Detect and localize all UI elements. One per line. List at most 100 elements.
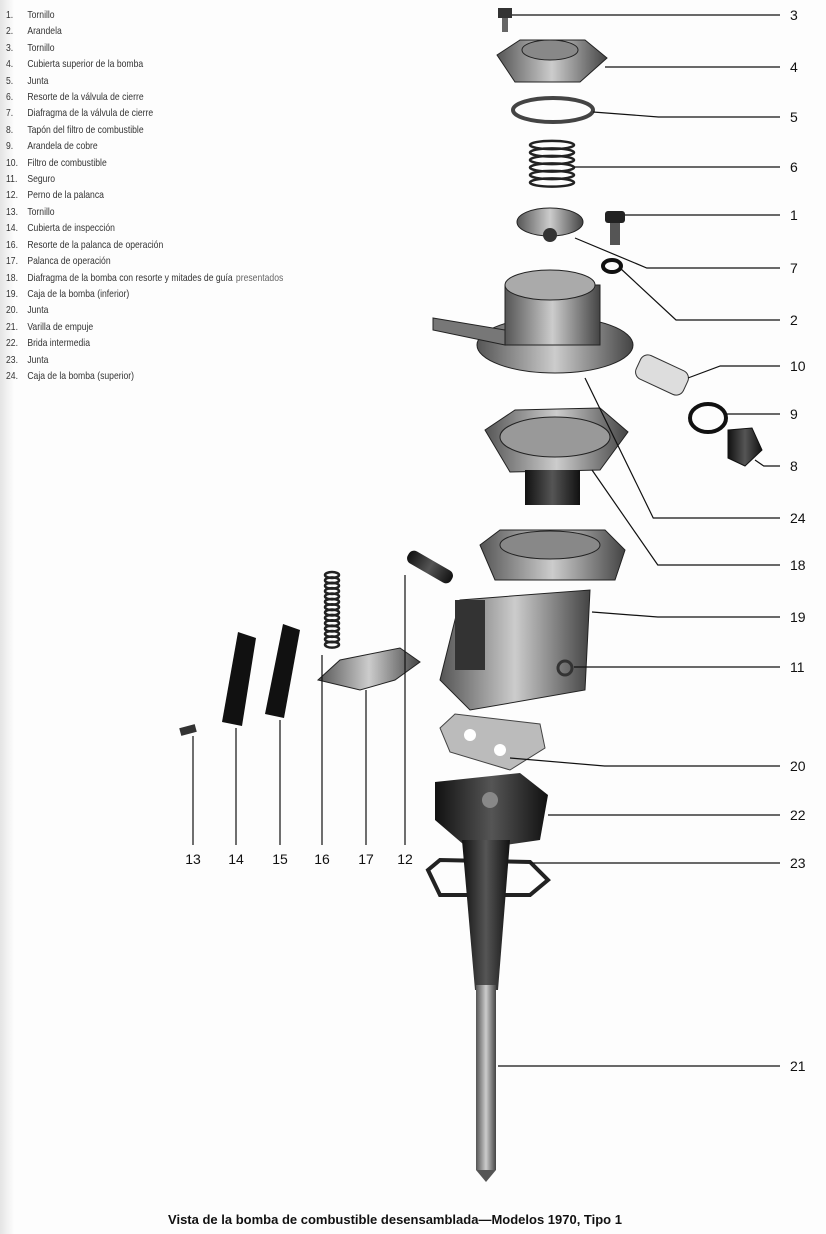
legend-text: Junta [27, 353, 49, 366]
legend-number: 16. [6, 238, 18, 251]
part-top-cover-4 [496, 39, 608, 83]
legend-number: 7. [6, 107, 14, 120]
legend-text: Palanca de operación [27, 255, 111, 268]
legend-extra: presentados [235, 271, 284, 284]
leader-line [592, 111, 780, 118]
legend-number: 24. [6, 369, 18, 382]
leader-line [584, 377, 780, 519]
leader-lines [192, 14, 780, 1067]
callout-11: 11 [790, 659, 805, 675]
legend-text: Seguro [27, 173, 56, 186]
legend-text: Caja de la bomba (inferior) [27, 287, 130, 300]
legend-item: 18. Diafragma de la bomba con resorte y m… [6, 270, 283, 286]
legend-item: 2.Arandela [6, 23, 283, 39]
legend-number: 21. [6, 320, 18, 333]
part-diaphragm-7 [516, 207, 584, 242]
legend-item: 16. Resorte de la palanca de operación [6, 237, 283, 253]
legend-item: 9.Arandela de cobre [6, 138, 283, 154]
legend-text: Tapón del filtro de combustible [27, 123, 144, 136]
part-gasket-5 [511, 96, 595, 124]
legend-item: 12. Perno de la palanca [6, 187, 283, 203]
legend-item: 23. Junta [6, 352, 283, 368]
legend-text: Brida intermedia [27, 337, 91, 350]
callout-24: 24 [790, 510, 806, 526]
callout-22: 22 [790, 807, 806, 823]
part-diaphragm-18 [484, 407, 629, 505]
legend-item: 7. Diafragma de la válvula de cierre [6, 105, 283, 121]
legend-text: Tornillo [27, 205, 55, 218]
callout-19: 19 [790, 609, 806, 625]
callout-3: 3 [790, 7, 798, 23]
callout-5: 5 [790, 109, 798, 125]
part-cover-15 [265, 624, 300, 718]
figure-caption: Vista de la bomba de combustible desensa… [168, 1212, 622, 1227]
legend-item: 20.Junta [6, 302, 283, 318]
legend-number: 11. [6, 173, 18, 186]
legend-number: 8. [6, 123, 14, 136]
part-screw-1 [605, 211, 625, 245]
legend-text: Junta [27, 74, 49, 87]
callout-10: 10 [790, 358, 806, 374]
spring-coil [323, 640, 341, 649]
leader-line [509, 757, 780, 767]
legend-number: 23. [6, 353, 18, 366]
part-gasket-20 [439, 713, 546, 771]
callout-6: 6 [790, 159, 798, 175]
legend-text: Diafragma de la válvula de cierre [27, 107, 154, 120]
callout-1: 1 [790, 207, 798, 223]
legend-item: 13.Tornillo [6, 204, 283, 220]
legend-item: 24.Caja de la bomba (superior) [6, 368, 283, 384]
part-gasket-23 [425, 857, 551, 897]
legend-text: Perno de la palanca [27, 189, 104, 202]
legend-text: Resorte de la palanca de operación [27, 238, 164, 251]
legend-number: 18. [6, 271, 18, 284]
legend-number: 19. [6, 287, 18, 300]
part-lower-housing-19 [439, 529, 626, 711]
legend-number: 9. [6, 140, 14, 153]
legend-text: Cubierta de inspección [27, 222, 115, 235]
legend-item: 3.Tornillo [6, 40, 283, 56]
legend-number: 1. [6, 9, 14, 21]
part-copper-washer-9 [688, 402, 728, 434]
callout-2: 2 [790, 312, 798, 328]
part-push-rod-21 [462, 840, 510, 1182]
legend-item: 10.Filtro de combustible [6, 155, 283, 171]
callout-21: 21 [790, 1058, 806, 1074]
spring-coil [528, 177, 576, 188]
part-washer-2 [601, 258, 623, 274]
callout-4: 4 [790, 59, 798, 75]
legend-number: 6. [6, 91, 14, 104]
legend-item: 17.Palanca de operación [6, 253, 283, 269]
callout-14: 14 [228, 851, 244, 867]
callout-12: 12 [397, 851, 413, 867]
legend-text: Resorte de la válvula de cierre [27, 91, 144, 104]
legend-number: 22. [6, 337, 18, 350]
callout-20: 20 [790, 758, 806, 774]
legend-text: Varilla de empuje [27, 320, 94, 333]
leader-line [619, 267, 780, 321]
legend-text: Junta [27, 304, 49, 317]
legend-item: 14. Cubierta de inspección [6, 220, 283, 236]
legend-item: 21. Varilla de empuje [6, 319, 283, 335]
legend-number: 12. [6, 189, 18, 202]
callout-23: 23 [790, 855, 806, 871]
legend-number: 14. [6, 222, 18, 235]
part-screw-3 [498, 8, 512, 32]
leader-line [591, 611, 780, 618]
legend-item: 6. Resorte de la válvula de cierre [6, 89, 283, 105]
callout-16: 16 [314, 851, 330, 867]
legend-number: 4. [6, 58, 14, 71]
legend-item: 1. Tornillo [6, 7, 283, 23]
legend-item: 4.Cubierta superior de la bomba [6, 56, 283, 72]
callout-8: 8 [790, 458, 798, 474]
legend-item: 8. Tapón del filtro de combustible [6, 122, 283, 138]
leader-line [574, 237, 780, 269]
legend-text: Tornillo [27, 9, 55, 21]
callout-18: 18 [790, 557, 806, 573]
callout-15: 15 [272, 851, 288, 867]
legend-text: Diafragma de la bomba con resorte y mita… [27, 271, 233, 284]
